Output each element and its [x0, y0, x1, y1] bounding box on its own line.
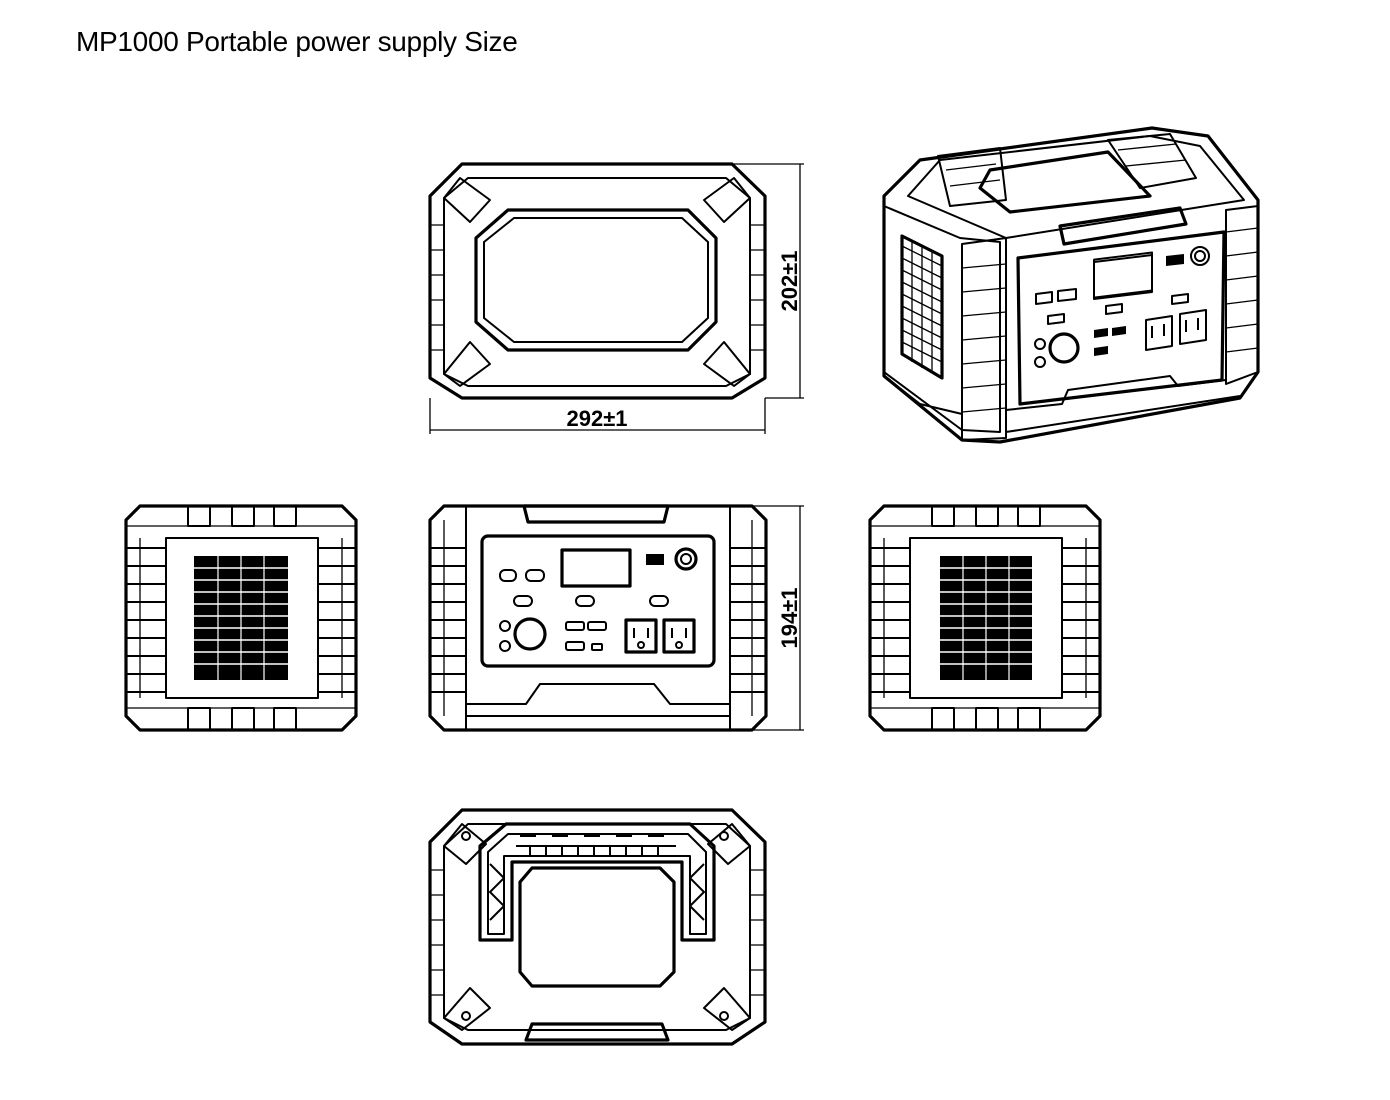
dimension-depth: 202±1: [732, 163, 804, 399]
top-view: [428, 162, 767, 400]
dimension-width-label: 292±1: [566, 406, 627, 431]
dimension-height: 194±1: [752, 505, 804, 731]
front-view: [428, 504, 768, 732]
dimension-depth-label: 202±1: [777, 250, 802, 311]
isometric-view: [882, 126, 1260, 444]
dimension-width: 292±1: [429, 398, 766, 434]
left-side-view: [124, 504, 358, 732]
page-title: MP1000 Portable power supply Size: [76, 26, 518, 57]
bottom-view: [428, 808, 767, 1046]
dimension-height-label: 194±1: [777, 587, 802, 648]
right-side-view: [868, 504, 1102, 732]
